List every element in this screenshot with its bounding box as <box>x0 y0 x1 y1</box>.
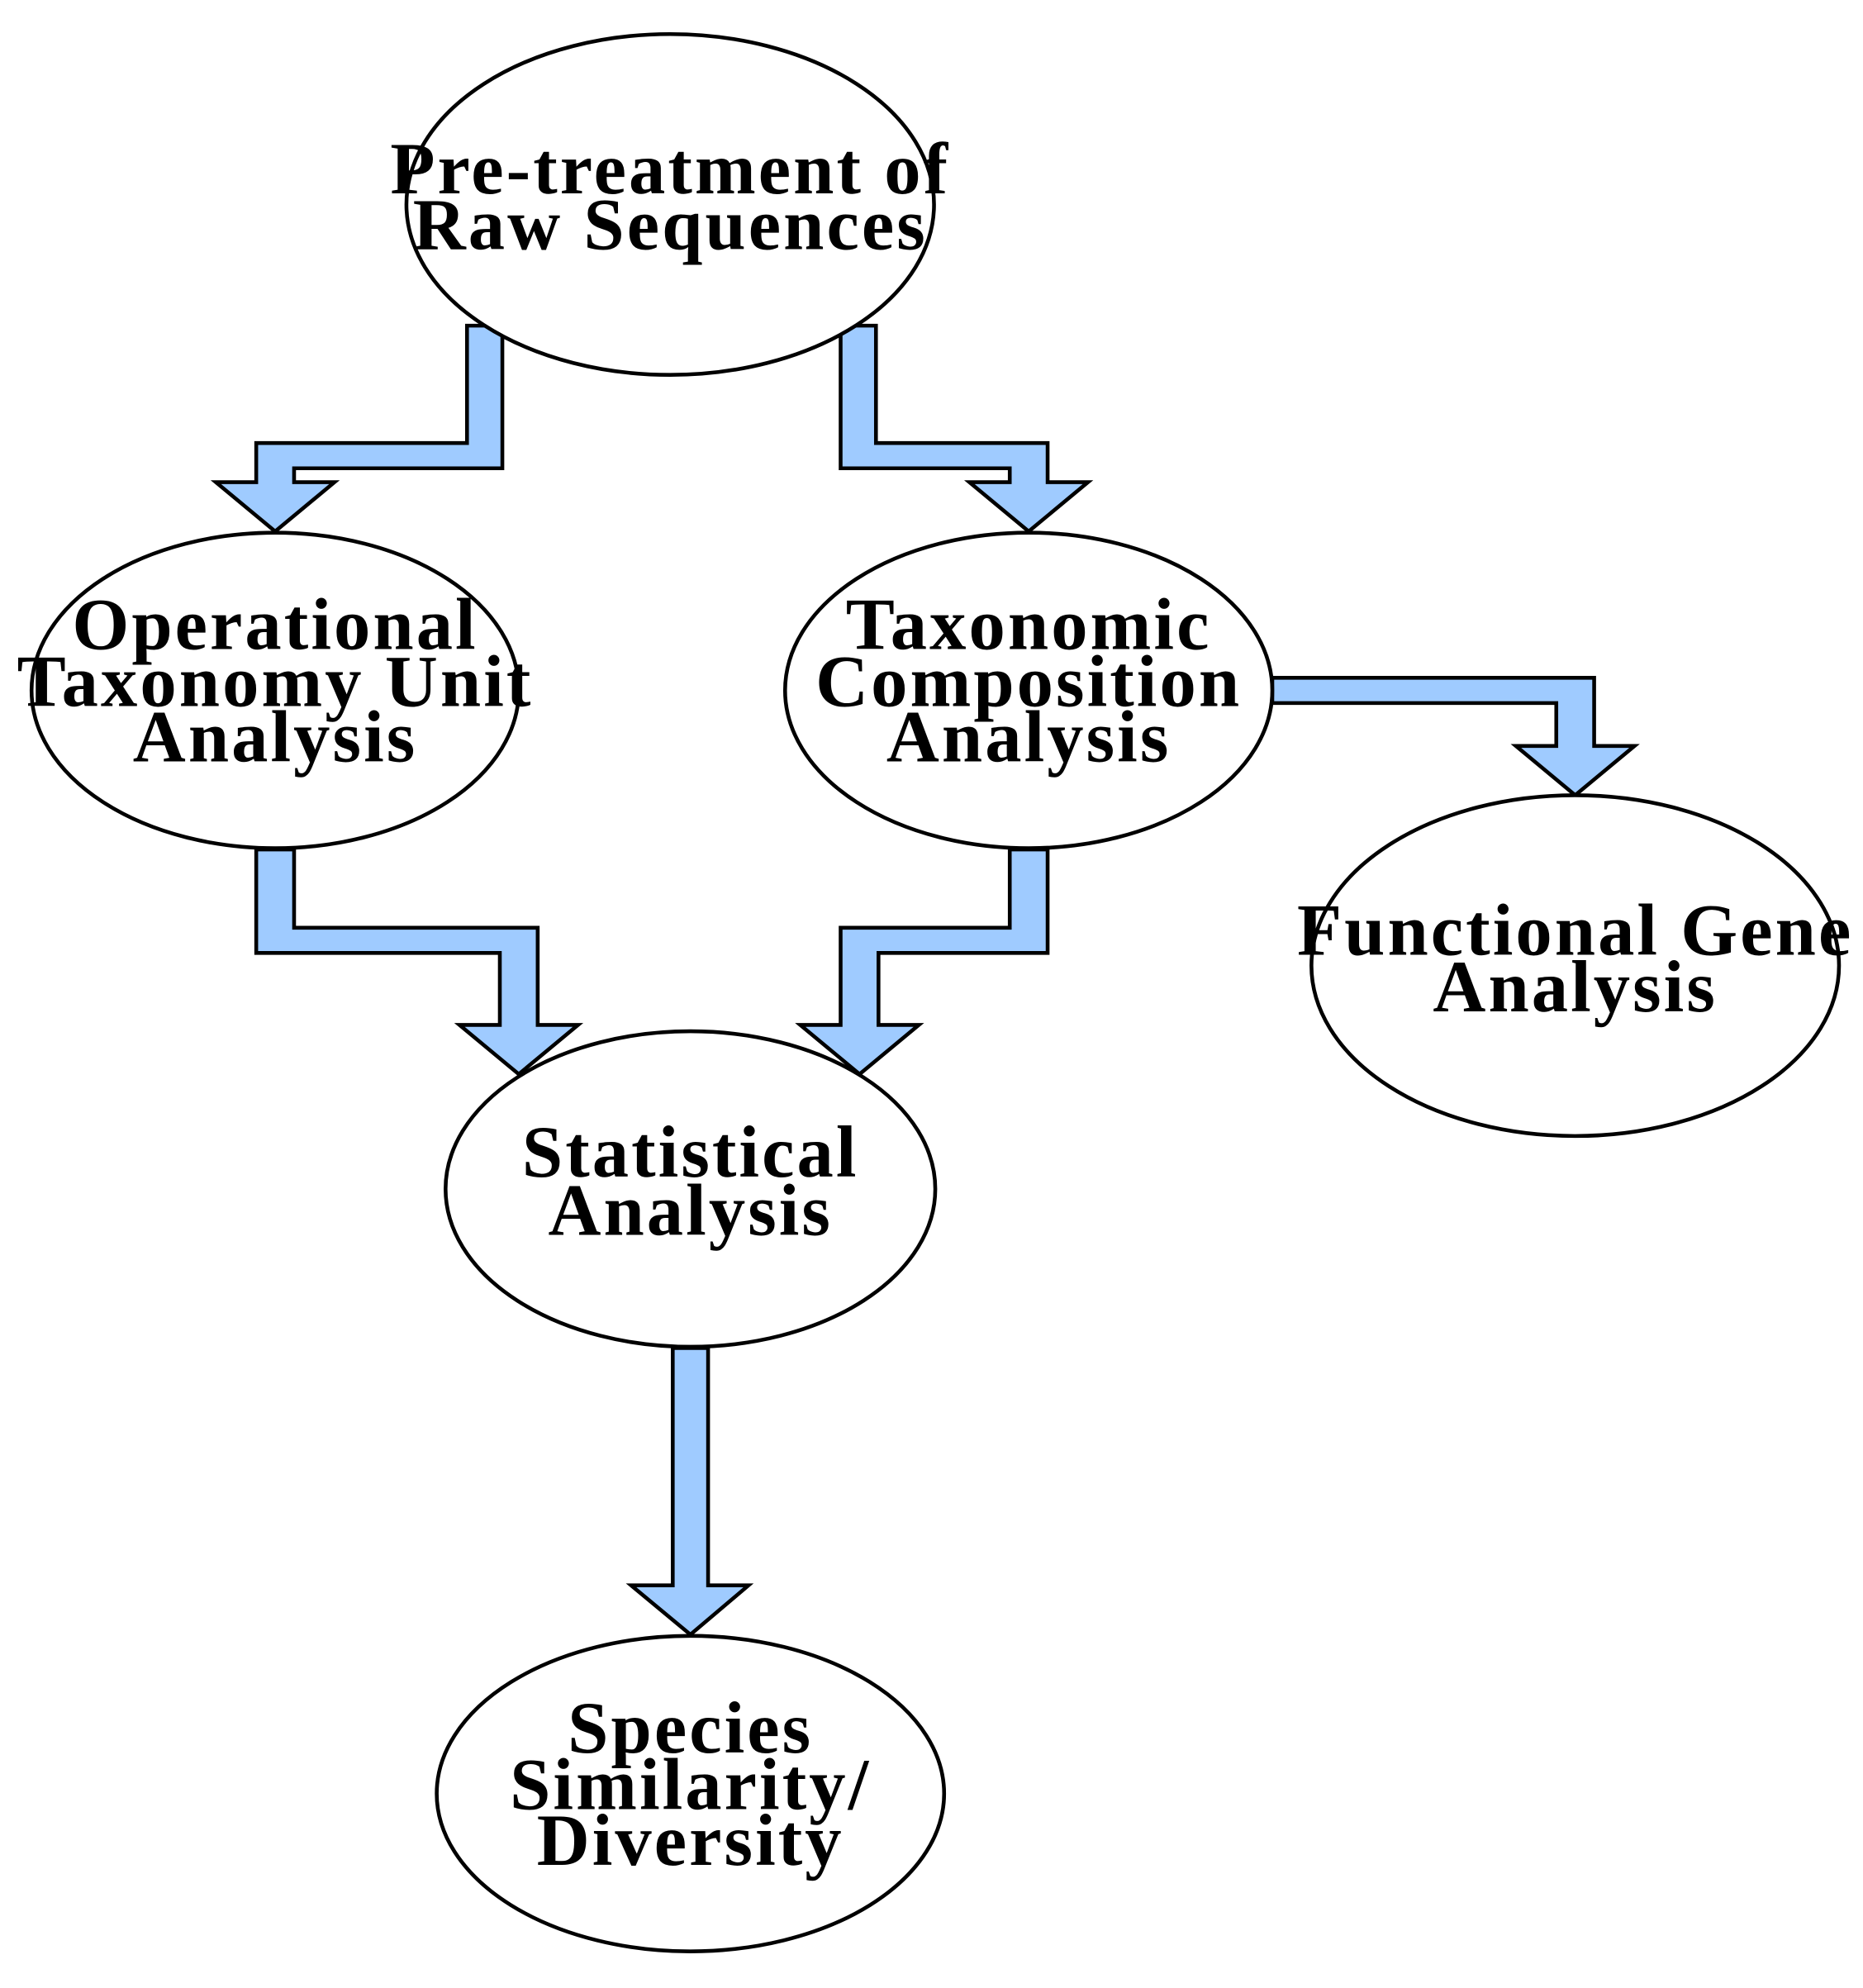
node-species-line-1: Species <box>568 1688 813 1769</box>
node-taxonomic-line-3: Analysis <box>886 697 1172 778</box>
node-functional-line-1: Functional Gene <box>1297 890 1853 971</box>
node-otu-line-3: Analysis <box>133 697 418 778</box>
node-functional-line-2: Analysis <box>1433 947 1718 1028</box>
node-statistical-line-1: Statistical <box>522 1112 859 1193</box>
node-otu-line-2: Taxonomy Unit <box>17 641 534 722</box>
arrow-statistical-to-species <box>625 1346 754 1638</box>
node-otu: Operational Taxonomy Unit Analysis <box>17 530 534 850</box>
node-taxonomic-line-1: Taxonomic <box>846 585 1212 666</box>
node-pretreatment: Pre-treatment of Raw Sequences <box>390 31 950 377</box>
node-otu-line-1: Operational <box>72 585 478 666</box>
arrow-taxonomic-to-statistical <box>795 847 1050 1077</box>
node-pretreatment-line-1: Pre-treatment of <box>390 129 950 210</box>
node-functional: Functional Gene Analysis <box>1297 793 1853 1139</box>
node-statistical: Statistical Analysis <box>444 1029 938 1349</box>
node-taxonomic: Taxonomic Composition Analysis <box>782 530 1275 850</box>
node-species-line-3: Diversity <box>537 1800 844 1881</box>
arrow-taxonomic-to-functional <box>1270 676 1640 798</box>
arrow-otu-to-statistical <box>254 847 584 1077</box>
node-statistical-line-2: Analysis <box>548 1170 833 1251</box>
node-species-line-2: Similarity/ <box>510 1745 871 1826</box>
node-species: Species Similarity/ Diversity <box>435 1634 947 1953</box>
node-pretreatment-line-2: Raw Sequences <box>413 184 928 265</box>
node-taxonomic-line-2: Composition <box>815 641 1242 722</box>
arrow-pretreatment-to-taxonomic <box>839 323 1094 535</box>
arrow-pretreatment-to-otu <box>210 323 505 535</box>
